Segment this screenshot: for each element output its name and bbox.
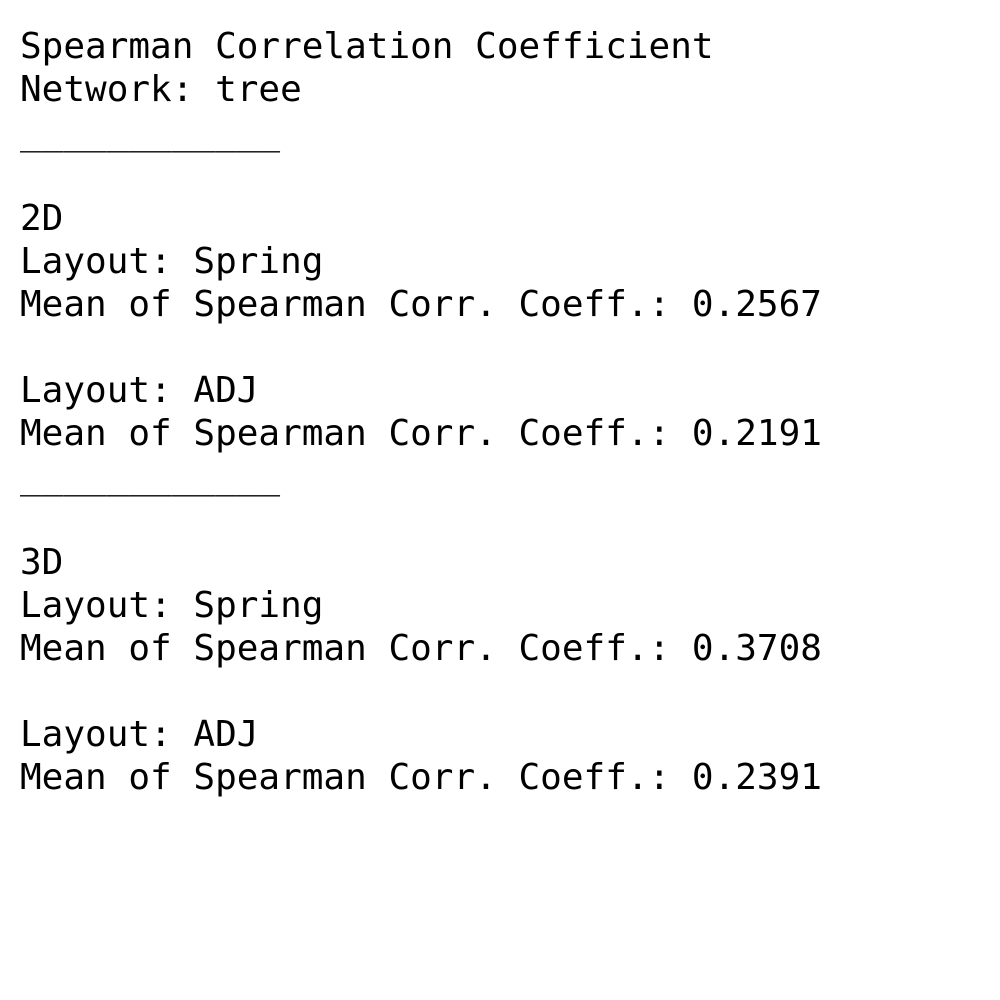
dimension-heading: 2D <box>20 198 64 239</box>
dimension-heading: 3D <box>20 542 64 583</box>
blank-line <box>20 326 980 369</box>
layout-label: Layout: ADJ <box>20 714 259 755</box>
layout-label: Layout: ADJ <box>20 370 259 411</box>
mean-value: Mean of Spearman Corr. Coeff.: 0.2567 <box>20 284 822 325</box>
mean-value: Mean of Spearman Corr. Coeff.: 0.2191 <box>20 413 822 454</box>
section-2d: 2D Layout: Spring Mean of Spearman Corr.… <box>20 197 980 455</box>
mean-value: Mean of Spearman Corr. Coeff.: 0.3708 <box>20 628 822 669</box>
blank-line <box>20 498 980 541</box>
blank-line <box>20 154 980 197</box>
separator-2: ____________ <box>20 456 281 497</box>
section-3d: 3D Layout: Spring Mean of Spearman Corr.… <box>20 541 980 799</box>
report-title: Spearman Correlation Coefficient <box>20 26 714 67</box>
blank-line <box>20 670 980 713</box>
correlation-report: Spearman Correlation Coefficient Network… <box>20 25 980 799</box>
layout-label: Layout: Spring <box>20 241 324 282</box>
separator-1: ____________ <box>20 112 281 153</box>
network-label: Network: tree <box>20 69 302 110</box>
layout-label: Layout: Spring <box>20 585 324 626</box>
mean-value: Mean of Spearman Corr. Coeff.: 0.2391 <box>20 757 822 798</box>
